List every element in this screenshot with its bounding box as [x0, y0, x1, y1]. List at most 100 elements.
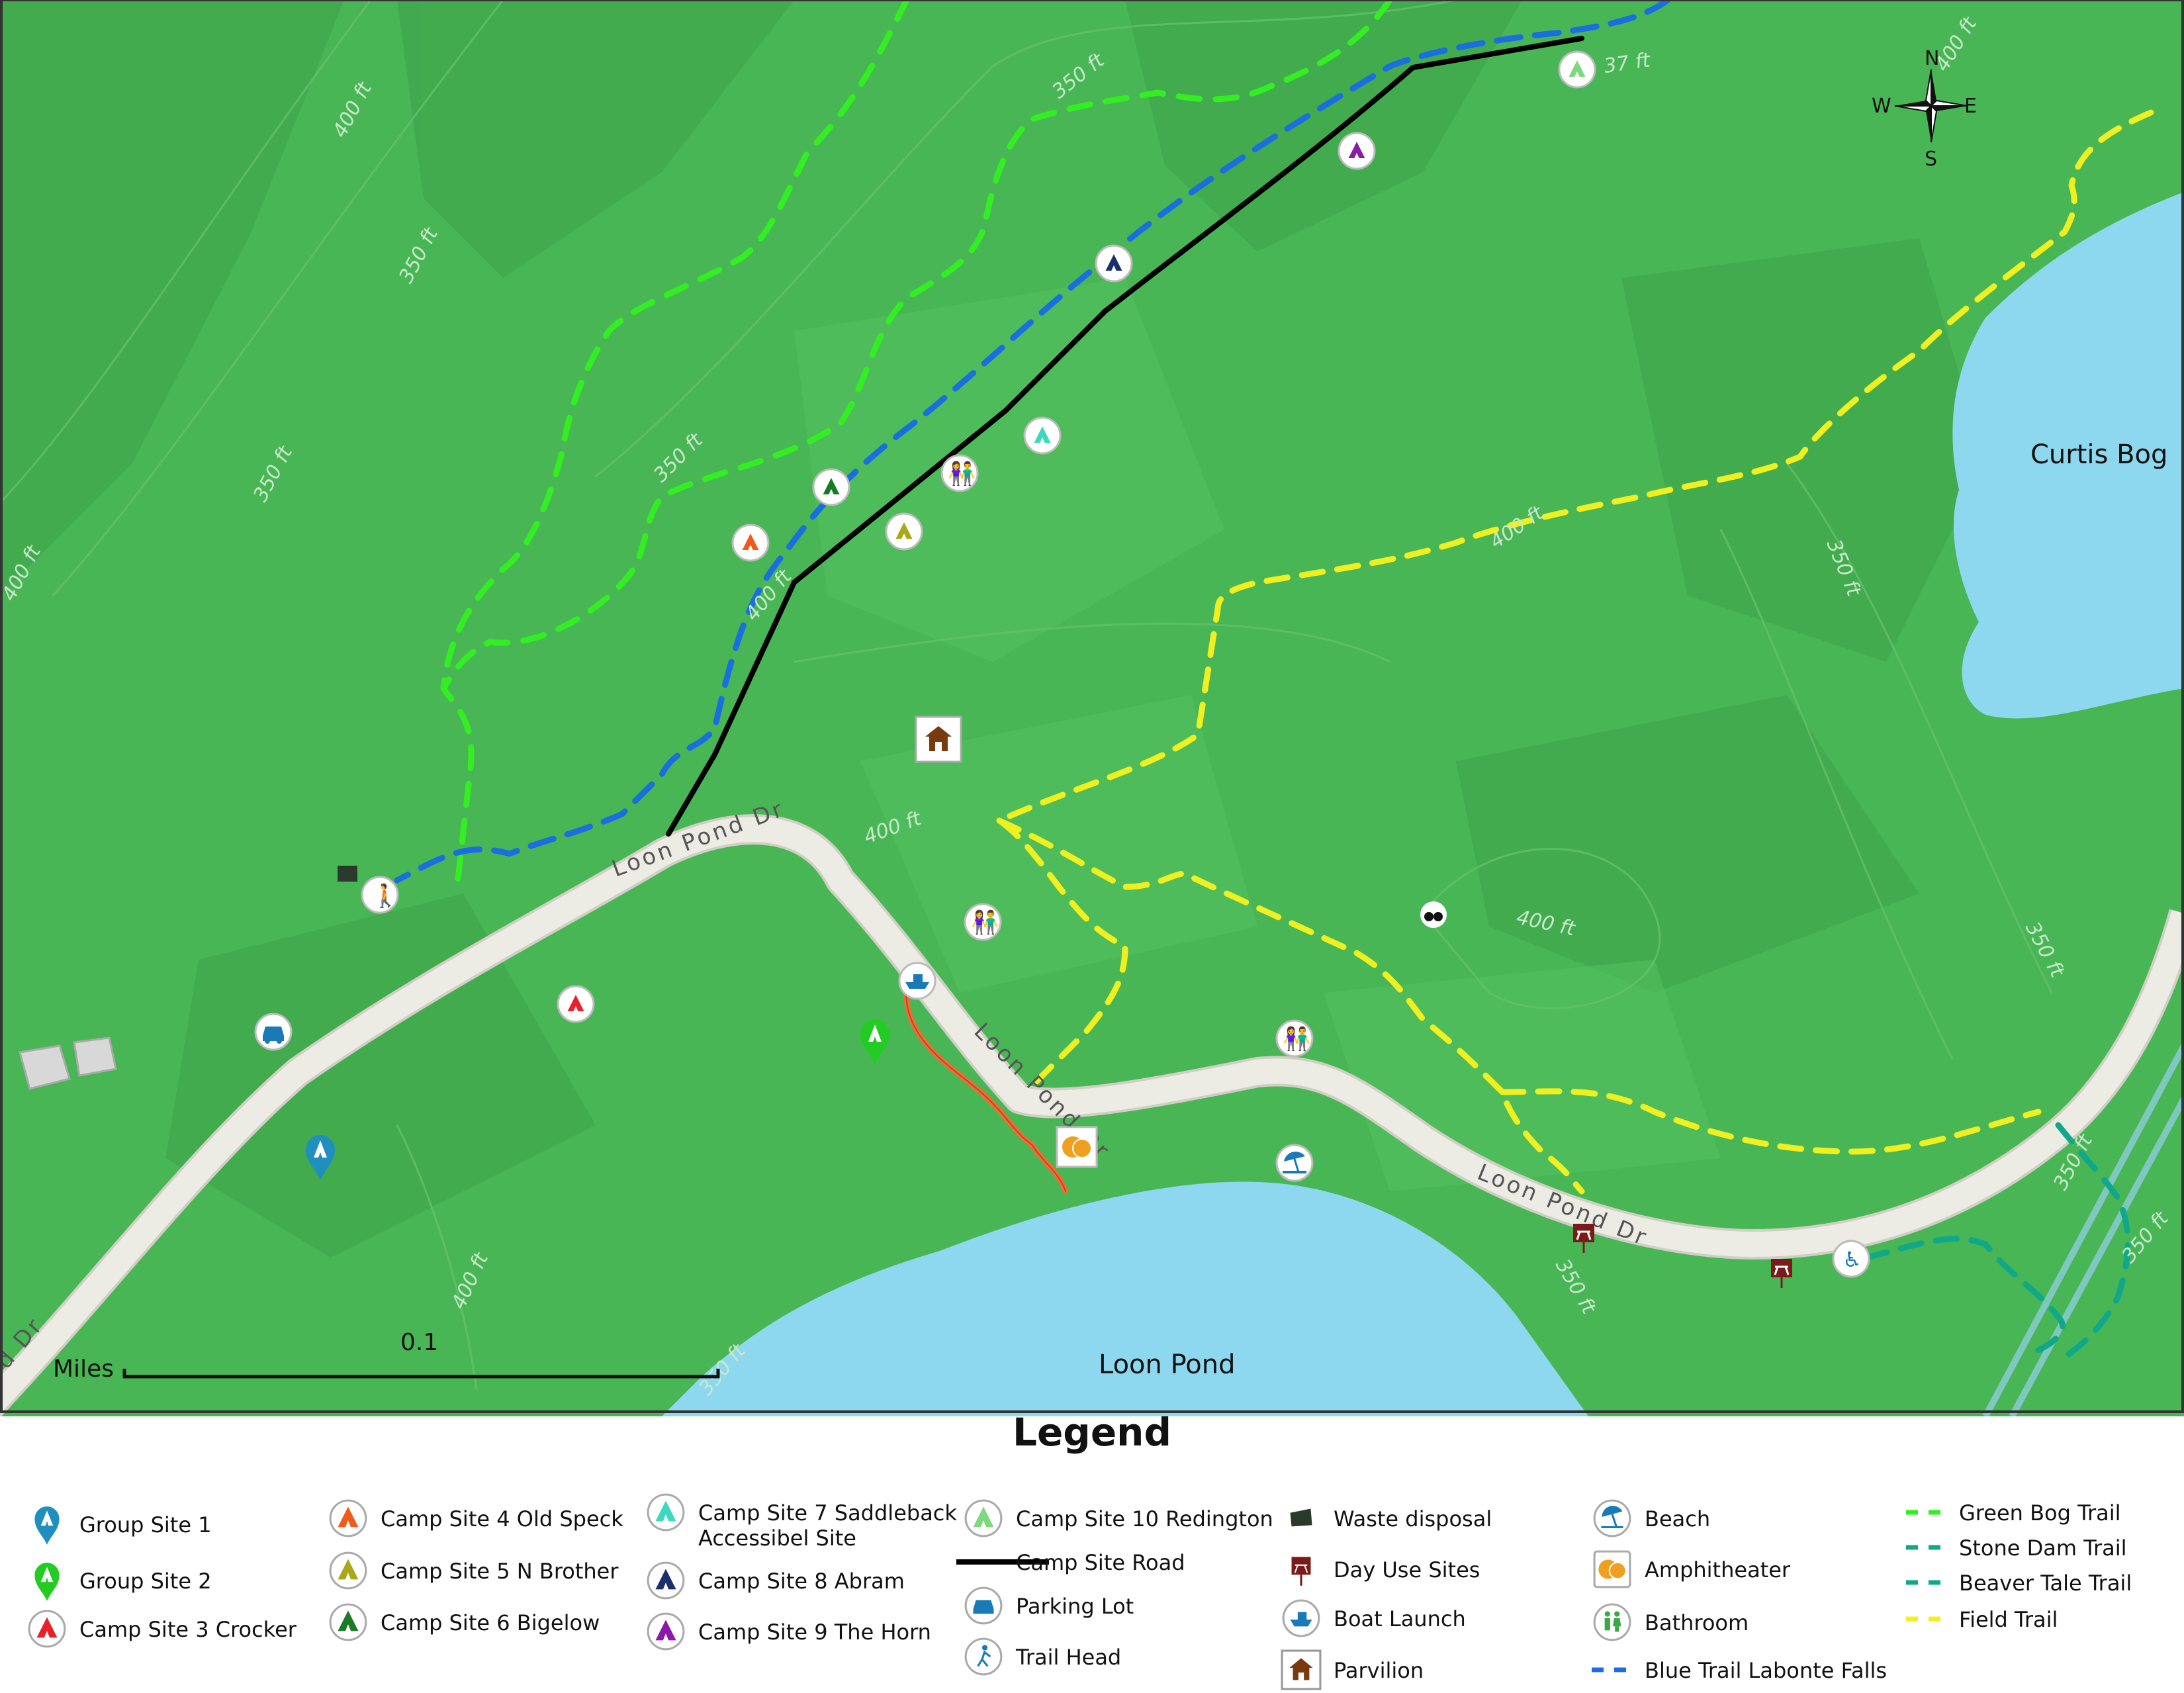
- legend-item-label: Camp Site 10 Redington: [1016, 1506, 1273, 1532]
- waste-disposal-marker[interactable]: [338, 866, 357, 882]
- terrain-shading: [0, 0, 1985, 1258]
- compass-east: E: [1964, 95, 1977, 118]
- legend-item-label: Beaver Tale Trail: [1959, 1571, 2132, 1596]
- camp-site-4-marker[interactable]: [731, 524, 770, 562]
- pavilion-icon: [1281, 1649, 1322, 1693]
- accessible-marker[interactable]: ♿: [1832, 1240, 1870, 1278]
- legend-item-label: Group Site 2: [79, 1569, 212, 1594]
- svg-text:♿: ♿: [1843, 1247, 1862, 1272]
- pavilion-marker[interactable]: [915, 715, 962, 763]
- legend-item-label: Stone Dam Trail: [1959, 1535, 2127, 1561]
- legend-item-label: Parvilion: [1334, 1658, 1424, 1683]
- campsite-markers: [557, 50, 1596, 1023]
- legend-item-label: Camp Site 6 Bigelow: [381, 1610, 600, 1635]
- loon-pond-label: Loon Pond: [1099, 1350, 1236, 1380]
- group-site-2-marker[interactable]: [860, 1019, 889, 1064]
- legend-item-label: Camp Site 3 Crocker: [79, 1617, 296, 1642]
- theater-masks-icon: [1592, 1549, 1633, 1592]
- boat-icon: [1281, 1598, 1322, 1641]
- legend-item-label: Group Site 1: [79, 1512, 212, 1537]
- contour-lines: [0, 0, 2053, 1391]
- legend-item-label: Blue Trail Labonte Falls: [1645, 1658, 1888, 1683]
- scale-bar: Miles 0.1: [53, 1329, 720, 1383]
- legend-item-label: Day Use Sites: [1334, 1557, 1480, 1582]
- camp-site-5-marker[interactable]: [885, 512, 923, 551]
- legend-item-label: Camp Site 5 N Brother: [381, 1559, 619, 1584]
- amphitheater-marker[interactable]: [1056, 1126, 1098, 1168]
- day-use-site-marker[interactable]: [1771, 1259, 1792, 1288]
- legend-item-label: Field Trail: [1959, 1607, 2058, 1632]
- bathroom-marker[interactable]: 👫: [964, 903, 1002, 941]
- legend-item-label: Camp Site 4 Old Speck: [381, 1506, 623, 1532]
- camp-site-6-marker[interactable]: [812, 468, 850, 506]
- dashed-line-icon: [1592, 1663, 1631, 1679]
- blue-trail-labonte-falls-line: [394, 0, 1671, 884]
- map-canvas: 400 ft 350 ft 350 ft 400 ft 350 ft 350 f…: [0, 0, 2184, 1416]
- legend-item-label: Bathroom: [1645, 1610, 1749, 1635]
- svg-text:🚶: 🚶: [371, 883, 399, 909]
- legend-item-label: Boat Launch: [1334, 1606, 1466, 1631]
- trail-head-marker[interactable]: 🚶: [361, 876, 399, 914]
- compass-south: S: [1925, 148, 1937, 171]
- tent-icon: [26, 1608, 68, 1652]
- hiker-icon: [963, 1636, 1004, 1680]
- legend-title: Legend: [1013, 1410, 1171, 1455]
- camp-site-road-line: [666, 36, 1584, 837]
- dumpster-icon: [1281, 1498, 1322, 1541]
- beach-marker[interactable]: [1275, 1144, 1314, 1182]
- stone-dam-trail-line: [2055, 1122, 2131, 1360]
- svg-text:👫: 👫: [948, 461, 976, 487]
- curtis-bog-water: [1952, 192, 2184, 719]
- loon-pond-drive: [0, 817, 2184, 1414]
- legend-item-label-line2: Accessibel Site: [698, 1526, 856, 1551]
- tent-icon: [645, 1560, 686, 1604]
- utility-corridor: [1982, 1044, 2184, 1416]
- day-use-site-marker[interactable]: [1573, 1224, 1594, 1253]
- camp-site-3-marker[interactable]: [557, 985, 595, 1023]
- green-bog-trail-line: [440, 0, 1393, 890]
- dashed-line-icon: [1906, 1541, 1946, 1557]
- camp-site-10-marker[interactable]: [1558, 50, 1596, 89]
- amphitheater-path-edge: [905, 979, 1066, 1192]
- beaver-tale-trail-line: [1863, 1236, 2066, 1353]
- compass-rose: N S E W: [1872, 47, 1977, 171]
- picnic-table-icon: [1281, 1549, 1322, 1592]
- camp-site-8-marker[interactable]: [1095, 244, 1133, 283]
- road-line-icon: [956, 1555, 1049, 1571]
- group-site-1-pin-icon: [26, 1504, 68, 1547]
- field-trail-line: [996, 109, 2154, 1195]
- legend-item-label: Beach: [1645, 1506, 1711, 1532]
- group-site-1-marker[interactable]: [306, 1135, 335, 1180]
- parking-lot-marker[interactable]: [254, 1013, 293, 1051]
- legend-item-label: Camp Site 8 Abram: [698, 1569, 905, 1594]
- camp-site-9-marker[interactable]: [1338, 132, 1376, 170]
- legend-item-label: Camp Site Road: [1016, 1550, 1185, 1575]
- tent-icon: [645, 1492, 686, 1535]
- legend-item-label: Parking Lot: [1016, 1594, 1134, 1619]
- boat-launch-marker[interactable]: [898, 962, 936, 1000]
- legend-item-label: Amphitheater: [1645, 1557, 1791, 1582]
- tent-icon: [963, 1498, 1004, 1541]
- tent-icon: [328, 1602, 369, 1645]
- binoculars-marker: [1420, 901, 1447, 928]
- camp-site-7-marker[interactable]: [1023, 416, 1062, 455]
- dashed-line-icon: [1906, 1576, 1946, 1592]
- dashed-line-icon: [1906, 1506, 1946, 1522]
- scale-value: 0.1: [400, 1329, 438, 1356]
- tent-icon: [645, 1611, 686, 1655]
- svg-text:👫: 👫: [971, 909, 999, 936]
- buildings: [19, 1036, 117, 1090]
- loon-pond-water: [662, 1181, 1588, 1416]
- compass-north: N: [1925, 47, 1939, 70]
- restroom-icon: [1592, 1602, 1633, 1645]
- legend-item-label: Green Bog Trail: [1959, 1500, 2121, 1526]
- bathroom-marker[interactable]: 👫: [940, 454, 979, 492]
- map-frame: [0, 0, 2184, 1413]
- tent-icon: [328, 1550, 369, 1594]
- svg-text:👫: 👫: [1283, 1026, 1310, 1052]
- bathroom-marker[interactable]: 👫: [1275, 1019, 1314, 1058]
- legend-item-label: Trail Head: [1016, 1645, 1122, 1670]
- dashed-line-icon: [1906, 1612, 1946, 1628]
- curtis-bog-label: Curtis Bog: [2030, 439, 2167, 470]
